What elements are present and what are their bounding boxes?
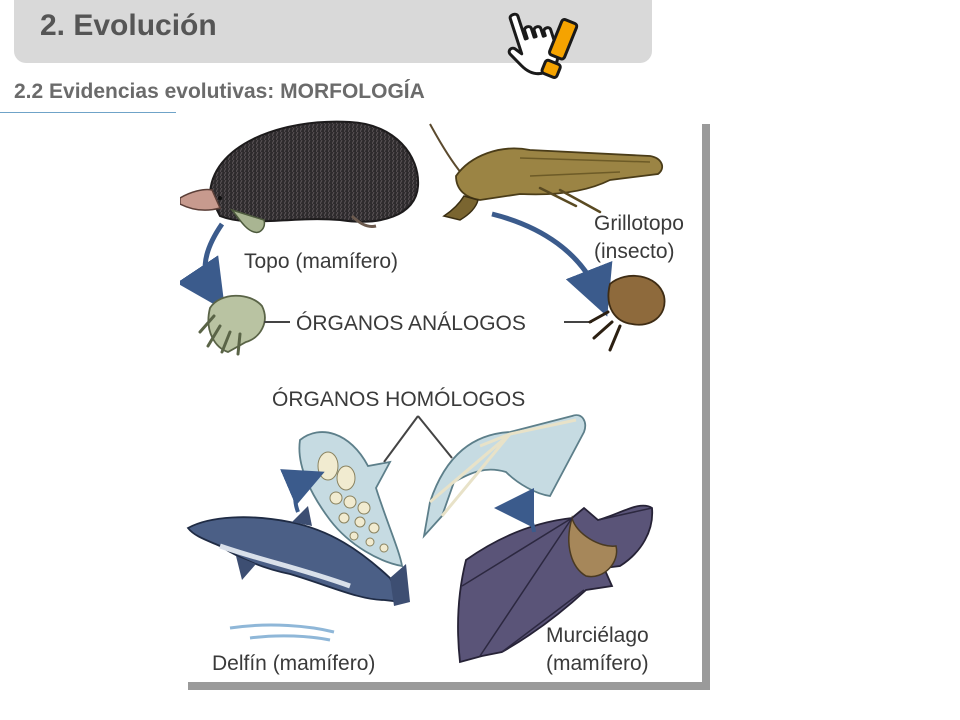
section-subtitle: 2.2 Evidencias evolutivas: MORFOLOGÍA (14, 80, 425, 103)
bat-label-line1: Murciélago (546, 624, 649, 647)
homologous-organs-label: ÓRGANOS HOMÓLOGOS (272, 388, 525, 411)
cricket-label-line1: Grillotopo (594, 212, 684, 235)
mole-illustration (180, 120, 420, 234)
analogous-organs-label: ÓRGANOS ANÁLOGOS (296, 312, 526, 335)
morphology-figure: Topo (mamífero) ÓRGANOS ANÁLOGOS Grillot… (180, 116, 710, 690)
cricket-label-line2: (insecto) (594, 240, 675, 263)
bat-illustration (457, 504, 654, 664)
dolphin-arrow (280, 469, 325, 513)
hand-pointer-warning-icon (507, 12, 579, 79)
bat-label-line2: (mamífero) (546, 652, 649, 675)
homologous-lines (383, 415, 453, 463)
bat-wing-illustration (422, 414, 587, 539)
dolphin-label: Delfín (mamífero) (212, 652, 375, 675)
mole-arrow (180, 222, 226, 311)
bat-arrow (494, 488, 536, 533)
cricket-arrow (491, 211, 613, 317)
page-title: 2. Evolución (40, 9, 217, 42)
mole-cricket-illustration (429, 123, 664, 221)
subtitle-underline (0, 112, 176, 113)
cricket-leg-illustration (588, 275, 666, 352)
dolphin-illustration (186, 506, 410, 642)
mole-label: Topo (mamífero) (244, 250, 398, 273)
mole-paw-illustration (198, 294, 266, 356)
